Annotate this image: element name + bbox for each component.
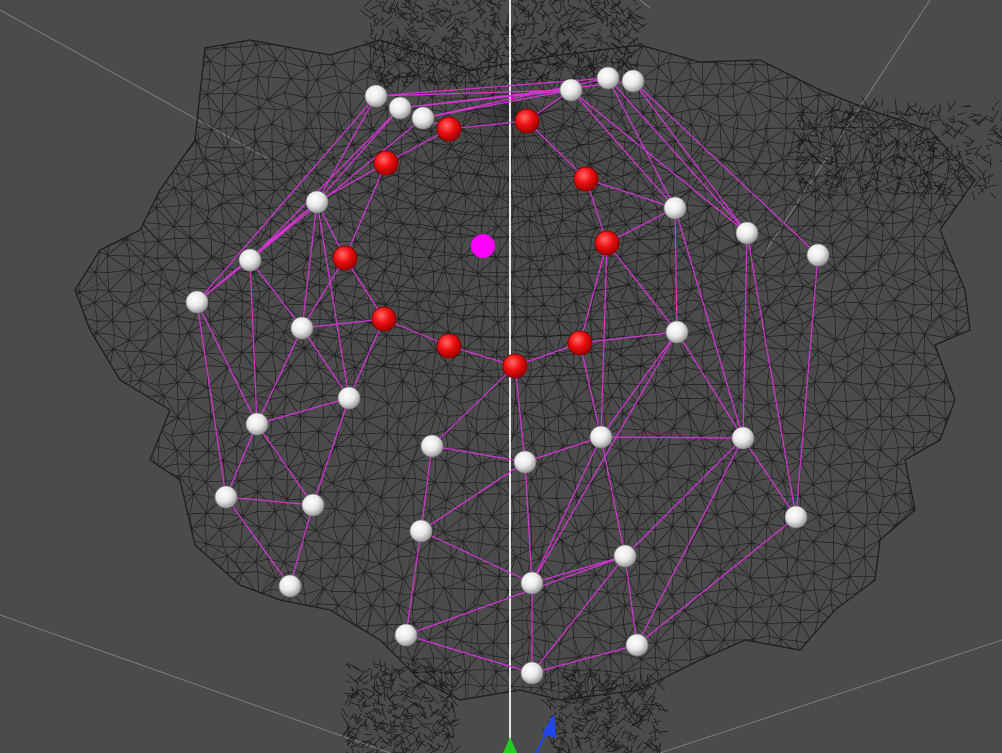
free-node[interactable]: [613, 544, 637, 568]
fixed-node[interactable]: [514, 108, 540, 134]
fixed-node[interactable]: [436, 333, 462, 359]
free-node[interactable]: [559, 78, 583, 102]
free-node[interactable]: [513, 450, 537, 474]
free-node[interactable]: [305, 190, 329, 214]
free-node[interactable]: [245, 412, 269, 436]
free-node[interactable]: [625, 633, 649, 657]
gizmo-z-arrow-icon[interactable]: [542, 714, 556, 738]
free-node[interactable]: [214, 485, 238, 509]
skirt-outline: [74, 39, 976, 701]
cloth-nodes[interactable]: [185, 66, 830, 685]
gizmo-y-arrow-icon[interactable]: [503, 737, 517, 753]
center-pivot-node[interactable]: [471, 234, 495, 258]
fixed-node[interactable]: [573, 166, 599, 192]
free-node[interactable]: [185, 290, 209, 314]
free-node[interactable]: [731, 426, 755, 450]
fixed-node[interactable]: [502, 353, 528, 379]
free-node[interactable]: [596, 66, 620, 90]
fixed-node[interactable]: [567, 330, 593, 356]
free-node[interactable]: [301, 493, 325, 517]
fixed-node[interactable]: [332, 245, 358, 271]
free-node[interactable]: [364, 84, 388, 108]
free-node[interactable]: [420, 434, 444, 458]
character-body-mesh: [341, 0, 1002, 753]
transform-gizmo[interactable]: [503, 714, 556, 753]
free-node[interactable]: [520, 661, 544, 685]
free-node[interactable]: [520, 571, 544, 595]
free-node[interactable]: [290, 316, 314, 340]
fixed-node[interactable]: [371, 306, 397, 332]
free-node[interactable]: [411, 106, 435, 130]
free-node[interactable]: [337, 386, 361, 410]
free-node[interactable]: [409, 519, 433, 543]
free-node[interactable]: [394, 623, 418, 647]
free-node[interactable]: [806, 243, 830, 267]
free-node[interactable]: [278, 574, 302, 598]
free-node[interactable]: [589, 425, 613, 449]
fixed-node[interactable]: [373, 150, 399, 176]
free-node[interactable]: [388, 96, 412, 120]
free-node[interactable]: [663, 196, 687, 220]
free-node[interactable]: [238, 248, 262, 272]
fixed-node[interactable]: [436, 116, 462, 142]
free-node[interactable]: [665, 320, 689, 344]
free-node[interactable]: [621, 69, 645, 93]
free-node[interactable]: [784, 505, 808, 529]
fixed-node[interactable]: [594, 230, 620, 256]
free-node[interactable]: [735, 221, 759, 245]
